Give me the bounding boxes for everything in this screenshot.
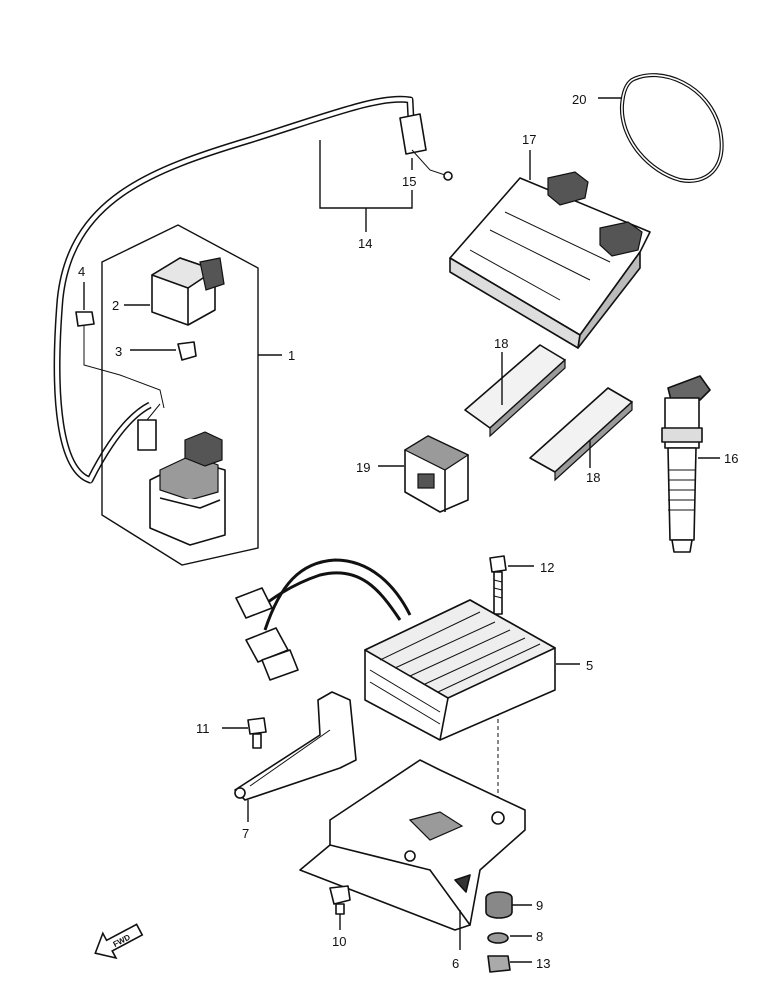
ecm-17: 17 bbox=[449, 132, 651, 349]
nut-13: 13 bbox=[487, 955, 550, 973]
label-1: 1 bbox=[288, 348, 295, 363]
starter-relay bbox=[137, 403, 226, 546]
regulator-5: 5 bbox=[235, 558, 593, 741]
label-16: 16 bbox=[724, 451, 738, 466]
label-5: 5 bbox=[586, 658, 593, 673]
bracket-7: 7 bbox=[234, 691, 357, 841]
sensor-19: 19 bbox=[356, 435, 470, 513]
label-18b: 18 bbox=[586, 470, 600, 485]
label-3: 3 bbox=[115, 344, 122, 359]
label-20: 20 bbox=[572, 92, 586, 107]
label-19: 19 bbox=[356, 460, 370, 475]
bolt-10: 10 bbox=[329, 885, 351, 949]
label-4: 4 bbox=[78, 264, 85, 279]
starter-relay-kit: 1 bbox=[101, 224, 295, 566]
label-8: 8 bbox=[536, 929, 543, 944]
label-7: 7 bbox=[242, 826, 249, 841]
label-2: 2 bbox=[112, 298, 119, 313]
pad-18b: 18 bbox=[529, 387, 633, 485]
relay-2: 2 bbox=[112, 257, 225, 326]
band-20: 20 bbox=[572, 73, 724, 183]
label-13: 13 bbox=[536, 956, 550, 971]
label-6: 6 bbox=[452, 956, 459, 971]
battery-cable bbox=[53, 95, 453, 484]
label-9: 9 bbox=[536, 898, 543, 913]
callout-14: 14 bbox=[319, 140, 413, 251]
bolt-11: 11 bbox=[196, 717, 267, 749]
ignition-coil-16: 16 bbox=[661, 375, 738, 553]
label-14: 14 bbox=[358, 236, 372, 251]
label-18a: 18 bbox=[494, 336, 508, 351]
front-arrow-icon: FWD bbox=[94, 923, 144, 960]
callout-15: 15 bbox=[402, 158, 416, 189]
grommet-9: 9 bbox=[485, 891, 543, 919]
bolt-4: 4 bbox=[75, 264, 165, 409]
label-10: 10 bbox=[332, 934, 346, 949]
washer-8: 8 bbox=[487, 929, 543, 944]
clip-3: 3 bbox=[115, 341, 197, 361]
pad-18a: 18 bbox=[464, 336, 566, 438]
label-12: 12 bbox=[540, 560, 554, 575]
bolt-12: 12 bbox=[489, 555, 554, 820]
plate-6: 6 bbox=[299, 759, 526, 971]
label-11: 11 bbox=[196, 721, 210, 736]
label-15: 15 bbox=[402, 174, 416, 189]
label-17: 17 bbox=[522, 132, 536, 147]
